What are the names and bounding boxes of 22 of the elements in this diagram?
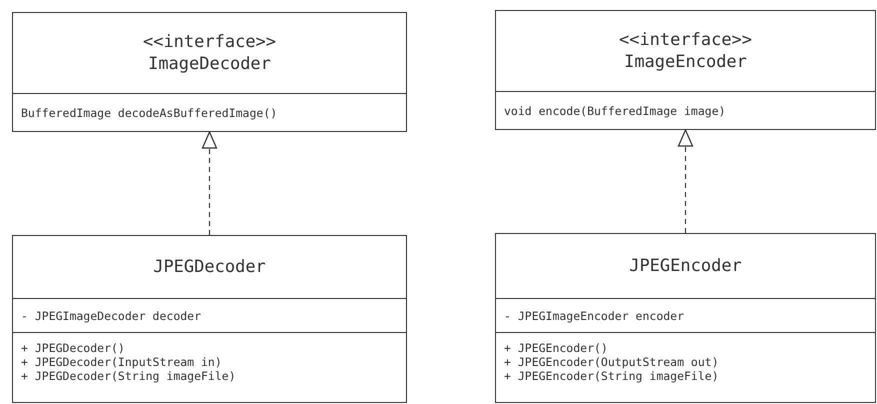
class-name: JPEGEncoder [629,255,742,277]
constructor-signature: + JPEGDecoder() [21,341,126,355]
constructor-signature: + JPEGEncoder(OutputStream out) [504,355,720,369]
constructor-signature: + JPEGDecoder(String imageFile) [21,369,237,383]
stereotype-label: <<interface>> [618,29,752,51]
realization-arrow [678,129,694,233]
attribute: - JPEGImageDecoder decoder [21,308,202,322]
constructor-signature: + JPEGDecoder(InputStream in) [21,355,223,369]
method-signature: void encode(BufferedImage image) [504,104,727,118]
interface-name: ImageEncoder [624,51,747,73]
interface-name: ImageDecoder [148,53,271,75]
class-name: JPEGDecoder [153,256,266,278]
method-signature: BufferedImage decodeAsBufferedImage() [21,106,278,120]
class-box [495,233,876,403]
class-box [12,235,407,403]
class-box [495,10,876,130]
class-box [12,12,407,132]
constructor-signature: + JPEGEncoder(String imageFile) [504,369,720,383]
attribute: - JPEGImageEncoder encoder [504,308,686,322]
constructor-signature: + JPEGEncoder() [504,341,609,355]
realization-arrow [202,131,218,235]
stereotype-label: <<interface>> [142,31,276,53]
